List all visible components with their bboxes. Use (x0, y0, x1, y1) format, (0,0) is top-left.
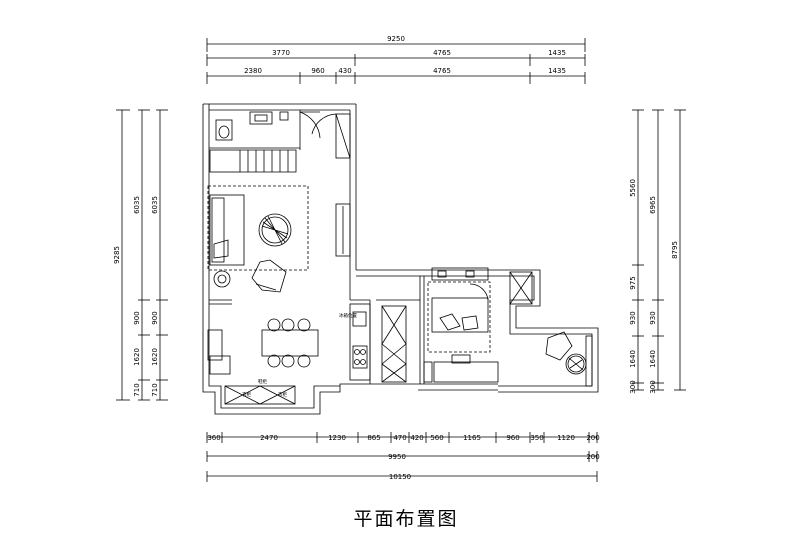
dim-right-b-3: 300 (649, 380, 657, 393)
dim-top-row1-0: 3770 (272, 49, 290, 57)
cabinet-tag: 鞋柜 (258, 378, 267, 385)
dim-right-b-2: 1640 (649, 350, 657, 368)
dim-top-row2-2: 430 (338, 67, 351, 75)
dim-bottom-total-b: 10150 (389, 473, 411, 481)
furniture-tags: 冰箱位置 鞋柜 衣柜 衣柜 (242, 312, 357, 398)
top-dimension-lines (206, 38, 586, 84)
wardrobe-tag-b: 衣柜 (278, 391, 287, 398)
exterior-walls (202, 103, 599, 415)
dim-top-row2-4: 1435 (548, 67, 566, 75)
dim-left-b-0: 6035 (151, 196, 159, 214)
dim-bottom-row1-9: 350 (530, 434, 543, 442)
kitchen (349, 303, 407, 383)
dim-bottom-row1-1: 2470 (260, 434, 278, 442)
dim-bottom-row1-11: 200 (586, 434, 599, 442)
dim-top-row2-1: 960 (311, 67, 324, 75)
page-title: 平面布置图 (353, 508, 459, 530)
right-dimension-lines (632, 109, 686, 391)
dim-top-row2-0: 2380 (244, 67, 262, 75)
dim-left-a-1: 900 (133, 311, 141, 324)
dim-left-a-2: 1620 (133, 348, 141, 366)
dim-top-row2-3: 4765 (433, 67, 451, 75)
dim-right-a-2: 930 (629, 311, 637, 324)
left-dimension-lines (116, 109, 168, 401)
bathroom (215, 111, 321, 141)
dim-bottom-total-a-end: 200 (586, 453, 599, 461)
dim-left-b-1: 900 (151, 311, 159, 324)
living-room (207, 185, 309, 293)
dim-right-total: 8795 (671, 241, 679, 259)
fridge-tag: 冰箱位置 (339, 312, 357, 319)
dim-bottom-total-a: 9950 (388, 453, 406, 461)
dim-left-total: 9285 (113, 246, 121, 264)
dim-right-a-4: 300 (629, 380, 637, 393)
dim-left-a-0: 6035 (133, 196, 141, 214)
study-room (545, 331, 593, 387)
dim-bottom-row1-0: 360 (207, 434, 220, 442)
tv-cabinet (311, 113, 351, 257)
bedroom (423, 267, 533, 383)
dim-bottom-row1-2: 1230 (328, 434, 346, 442)
dim-right-a-3: 1640 (629, 350, 637, 368)
dim-top-row1-1: 4765 (433, 49, 451, 57)
dim-bottom-row1-7: 1165 (463, 434, 481, 442)
dim-right-a-1: 975 (629, 276, 637, 289)
dim-bottom-row1-5: 420 (410, 434, 423, 442)
dim-bottom-row1-6: 560 (430, 434, 443, 442)
dim-right-b-0: 6965 (649, 196, 657, 214)
wardrobe-tag-a: 衣柜 (242, 391, 251, 398)
dim-left-b-2: 1620 (151, 348, 159, 366)
dim-bottom-row1-8: 960 (506, 434, 519, 442)
dim-top-row1-2: 1435 (548, 49, 566, 57)
dim-bottom-row1-10: 1120 (557, 434, 575, 442)
dim-right-b-1: 930 (649, 311, 657, 324)
dim-right-a-0: 5560 (629, 179, 637, 197)
bottom-dimension-lines (206, 432, 598, 482)
dimension-labels: 9250 3770 4765 1435 2380 960 430 4765 1435 360 247… (113, 35, 679, 481)
dining-area (207, 318, 319, 405)
dim-left-a-3: 710 (133, 383, 141, 396)
staircase (209, 149, 297, 173)
dim-left-b-3: 710 (151, 383, 159, 396)
dim-bottom-row1-3: 865 (367, 434, 380, 442)
dim-bottom-row1-4: 470 (393, 434, 406, 442)
dim-top-total: 9250 (387, 35, 405, 43)
